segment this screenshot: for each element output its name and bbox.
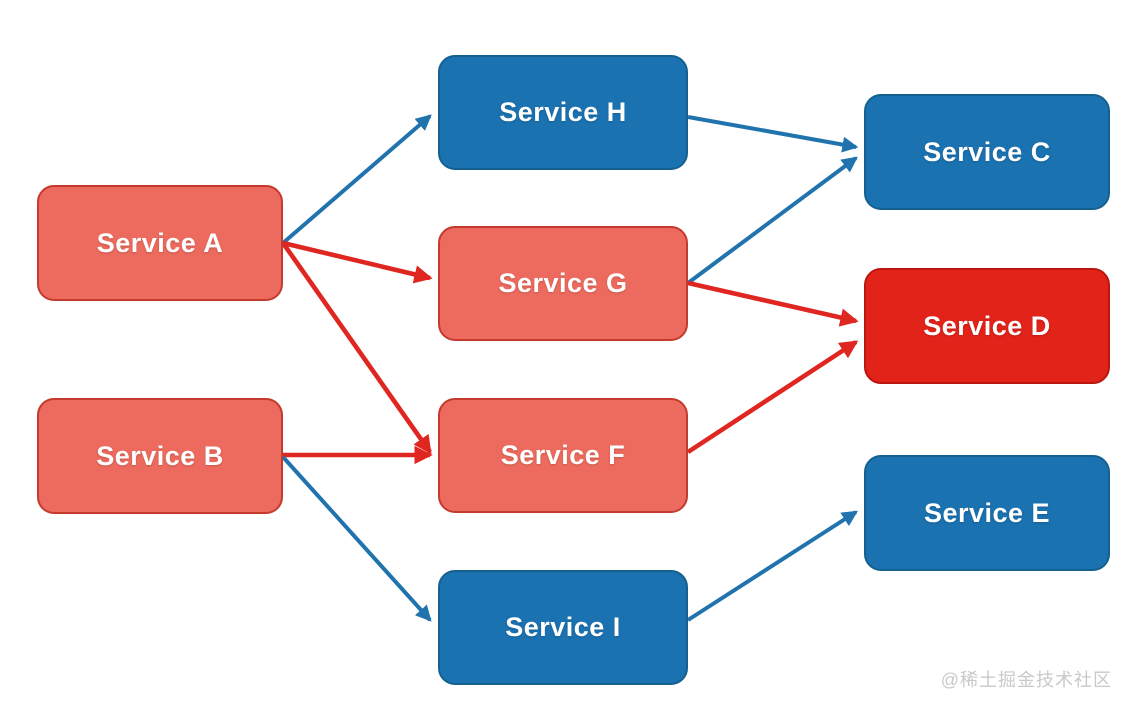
service-node-label: Service H (499, 97, 627, 127)
service-node-h: Service H (438, 55, 688, 170)
edge-a-to-g (282, 240, 433, 284)
watermark-text: @稀土掘金技术社区 (940, 670, 1112, 690)
service-node-label: Service C (923, 136, 1051, 167)
service-node-d: Service D (864, 268, 1110, 384)
service-node-a: Service A (37, 185, 283, 301)
service-node-b: Service B (37, 398, 283, 514)
edge-a-to-h (281, 114, 432, 245)
service-node-label: Service I (505, 612, 621, 642)
edge-g-to-d (687, 280, 859, 327)
service-node-c: Service C (864, 94, 1110, 210)
service-node-label: Service G (498, 268, 628, 298)
service-node-g: Service G (438, 226, 688, 341)
service-node-label: Service D (923, 310, 1051, 341)
edge-g-to-c (686, 156, 858, 285)
edge-f-to-d (686, 340, 859, 454)
edge-i-to-e (686, 510, 859, 622)
edge-b-to-i (281, 455, 432, 622)
edge-h-to-c (687, 115, 859, 153)
service-node-i: Service I (438, 570, 688, 685)
edge-a-to-f (281, 241, 432, 455)
service-node-label: Service F (500, 440, 626, 470)
service-node-e: Service E (864, 455, 1110, 571)
service-node-label: Service E (923, 497, 1051, 528)
service-node-label: Service A (96, 227, 224, 258)
service-node-f: Service F (438, 398, 688, 513)
service-node-label: Service B (96, 440, 224, 471)
